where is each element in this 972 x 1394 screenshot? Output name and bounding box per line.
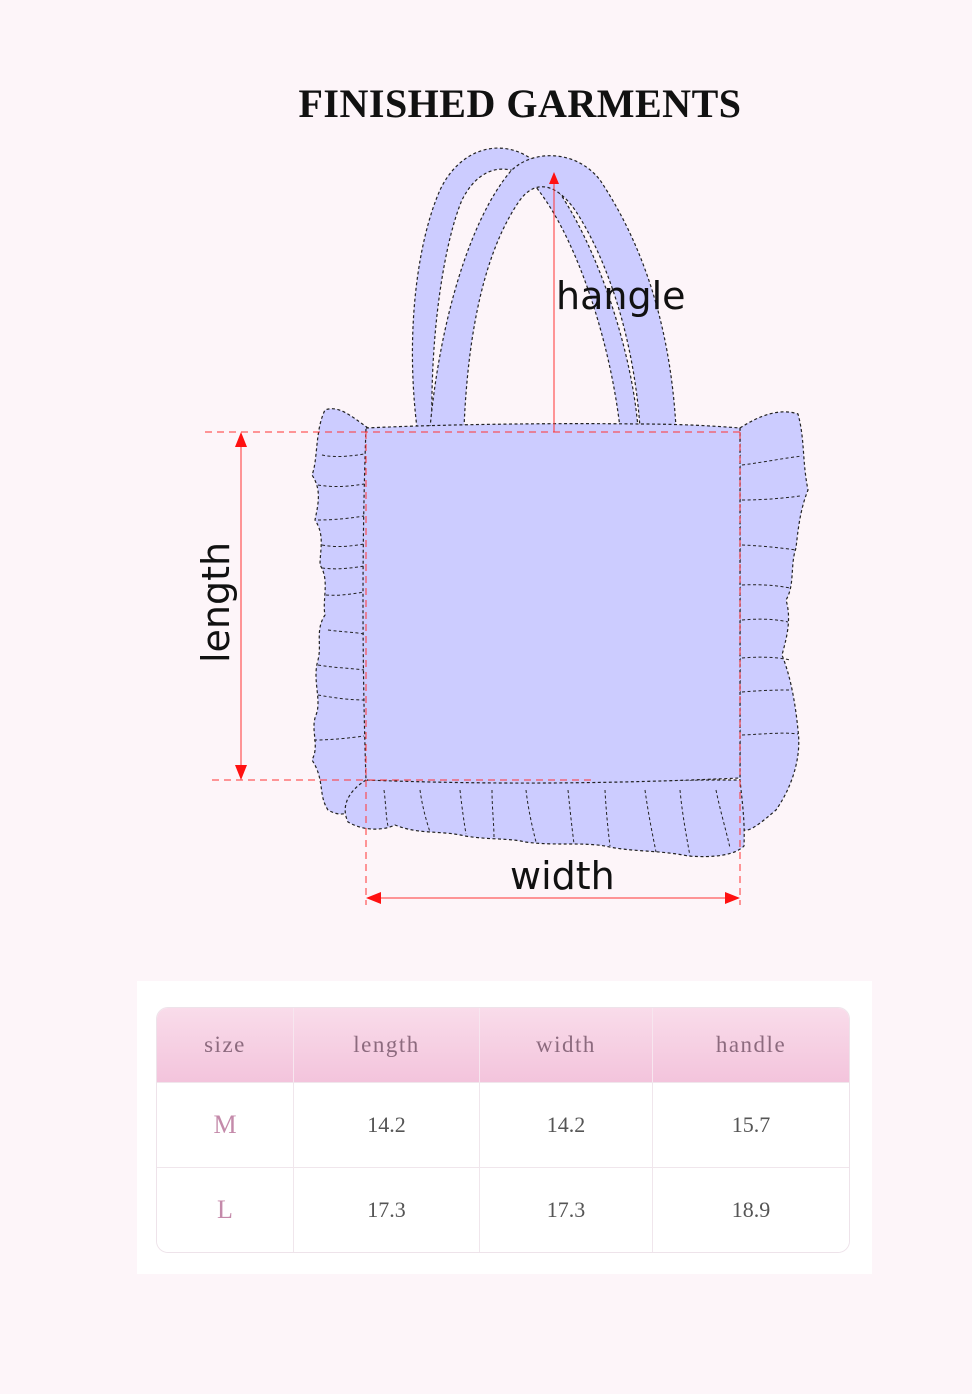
measurement-lines [205,180,741,905]
size-cell: L [157,1167,294,1252]
width-arrow-right-icon [725,892,740,904]
header-handle: handle [653,1008,849,1082]
bottom-ruffle [344,779,745,858]
handle-label: hangle [556,274,686,318]
right-ruffle [739,411,809,831]
handle-arrow-top-icon [549,172,559,184]
ruffle-pleats [313,453,803,857]
measurement-arrowheads [235,172,740,904]
left-ruffle [311,408,369,815]
width-cell: 14.2 [480,1082,653,1167]
handle-cell: 18.9 [653,1167,849,1252]
width-arrow-left-icon [366,892,381,904]
table-row: M 14.2 14.2 15.7 [157,1082,849,1167]
length-cell: 14.2 [294,1082,480,1167]
width-label: width [510,854,615,898]
handle-cell: 15.7 [653,1082,849,1167]
size-chart-card: size length width handle M 14.2 14.2 15.… [137,981,872,1274]
header-width: width [480,1008,653,1082]
tote-bag-diagram: hangle length width [194,147,809,905]
page-title: FINISHED GARMENTS [298,81,742,126]
length-label: length [194,542,238,663]
tote-bag-illustration [311,147,809,858]
width-cell: 17.3 [480,1167,653,1252]
length-arrow-top-icon [235,432,247,447]
size-cell: M [157,1082,294,1167]
length-arrow-bottom-icon [235,765,247,780]
header-length: length [294,1008,480,1082]
bag-body [362,423,741,784]
size-table-header: size length width handle [157,1008,849,1082]
header-size: size [157,1008,294,1082]
table-row: L 17.3 17.3 18.9 [157,1167,849,1252]
back-handle [411,147,639,429]
length-cell: 17.3 [294,1167,480,1252]
size-table: size length width handle M 14.2 14.2 15.… [156,1007,850,1253]
